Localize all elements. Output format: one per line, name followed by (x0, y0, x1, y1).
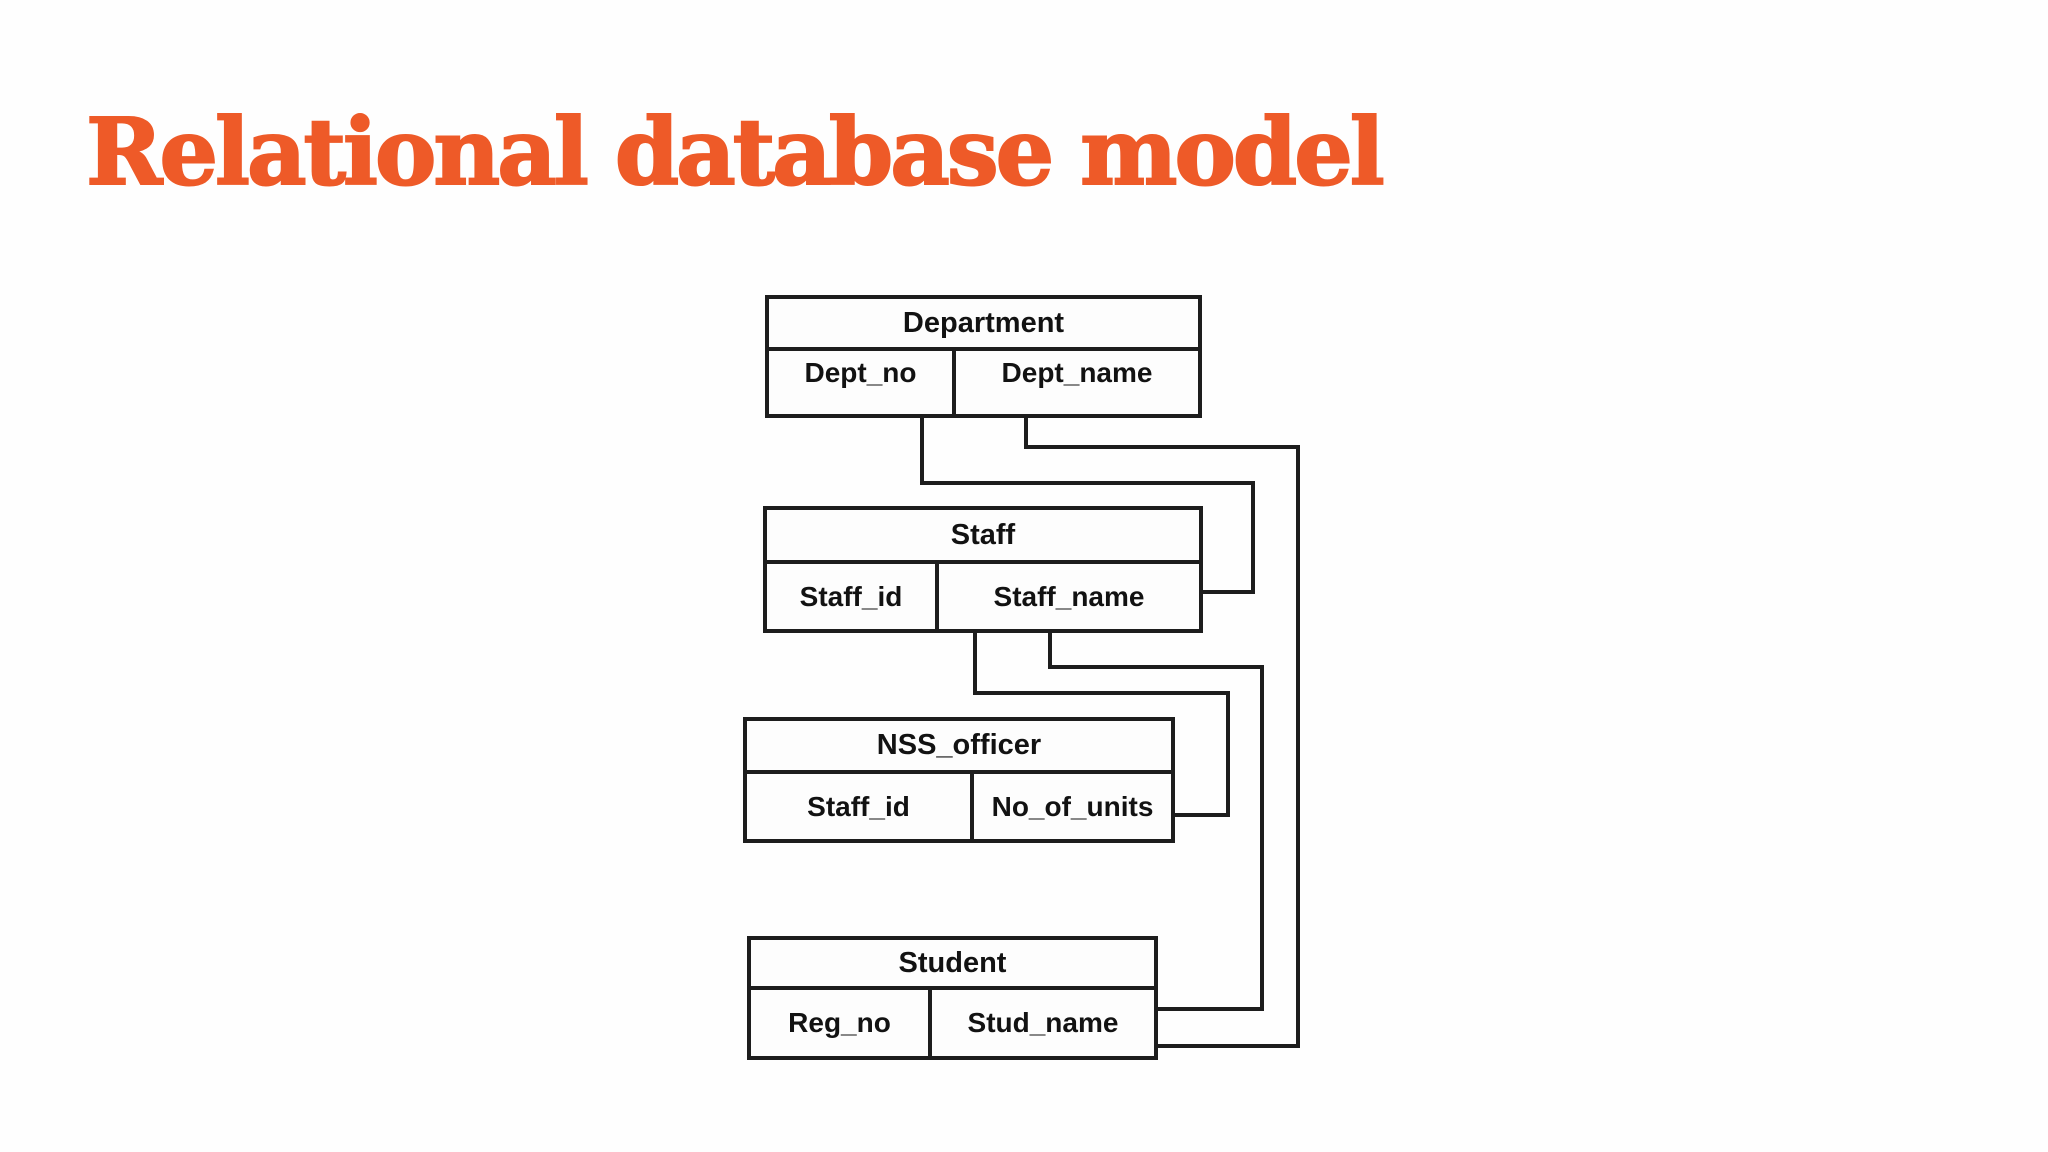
table-student-columns: Reg_no Stud_name (751, 990, 1154, 1056)
table-staff-columns: Staff_id Staff_name (767, 564, 1199, 629)
column-staff-name: Staff_name (993, 580, 1145, 612)
page-title: Relational database model (85, 98, 1386, 206)
column-reg-no: Reg_no (751, 990, 932, 1056)
column-stud-name: Stud_name (967, 1007, 1119, 1038)
column-dept-name: Dept_name (1001, 357, 1153, 388)
table-nss-officer-title: NSS_officer (747, 721, 1171, 774)
table-department-title: Department (769, 299, 1198, 351)
table-staff-title: Staff (767, 510, 1199, 564)
table-nss-officer: NSS_officer Staff_id No_of_units (743, 717, 1175, 843)
column-nss-staff-id: Staff_id (747, 774, 974, 839)
table-student: Student Reg_no Stud_name (747, 936, 1158, 1060)
column-staff-id: Staff_id (767, 564, 939, 629)
table-staff: Staff Staff_id Staff_name (763, 506, 1203, 633)
table-department: Department Dept_no Dept_name (765, 295, 1202, 418)
table-department-columns: Dept_no Dept_name (769, 351, 1198, 414)
table-student-title: Student (751, 940, 1154, 990)
column-dept-no: Dept_no (769, 351, 956, 414)
table-nss-officer-columns: Staff_id No_of_units (747, 774, 1171, 839)
column-no-of-units: No_of_units (991, 790, 1154, 822)
